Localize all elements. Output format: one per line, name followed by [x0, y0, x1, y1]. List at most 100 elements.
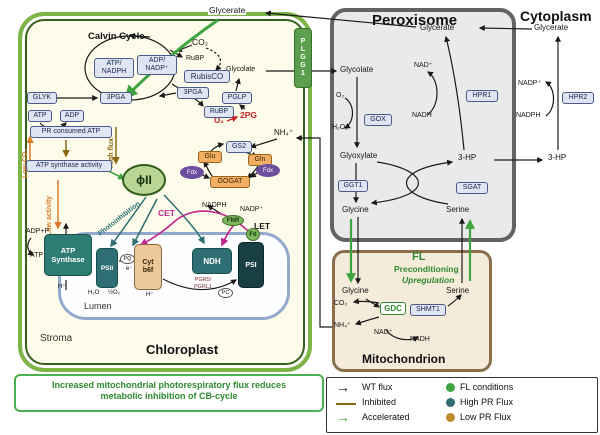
nh4-label-chloroplast: NH₄⁺: [274, 128, 294, 137]
atp-synthase-line2: Synthase: [51, 255, 85, 264]
cytb6f-line2: b6f: [142, 267, 154, 274]
atp-nadph-line2: NADPH: [101, 67, 127, 75]
low-pr-flux-arrows: [26, 135, 62, 230]
adp-nadp-line1: ADP/: [148, 57, 166, 64]
pga-box-right: 3PGA: [177, 87, 209, 100]
o2-label-peroxisome: O₂: [336, 92, 345, 99]
let-label: LET: [254, 221, 271, 231]
mitochondrion-title: Mitochondrion: [362, 352, 446, 366]
glycerate-label-cytoplasm: Glycerate: [534, 23, 569, 32]
legend: [326, 377, 598, 433]
fnr-label: FNR: [226, 217, 240, 224]
upregulation-label: Upregulation: [402, 275, 455, 285]
atp-synthase-complex: ATP Synthase: [44, 234, 92, 276]
hpr1-box: HPR1: [466, 90, 498, 103]
co2-label-chloroplast: CO₂: [192, 37, 209, 47]
rubisco-box: RubisCO: [184, 70, 230, 84]
cytoplasm-title: Cytoplasm: [520, 8, 592, 24]
adp-p-label: ADP+P: [26, 228, 50, 235]
legend-high-pr-flux-label: High PR Flux: [460, 397, 514, 407]
legend-low-pr-flux-label: Low PR Flux: [460, 412, 512, 422]
electron-label: e⁻: [126, 266, 133, 272]
glycerate-import-arrow: [264, 10, 417, 28]
psi-complex: PSI: [238, 242, 264, 288]
fdx-left-label: Fdx: [186, 169, 197, 176]
serine-label-peroxisome: Serine: [446, 205, 470, 214]
nadph-label-cytoplasm: NADPH: [516, 112, 541, 119]
stroma-label: Stroma: [40, 333, 73, 344]
atp-nadph-line1: ATP/: [106, 60, 122, 67]
shmt1-box: SHMT1: [410, 304, 446, 317]
hpr2-box: HPR2: [562, 92, 594, 105]
glycolate-label-peroxisome: Glycolate: [340, 65, 374, 74]
pglp-box: PGLP: [222, 92, 252, 105]
co2-label-mitochondrion: CO₂: [334, 300, 348, 307]
rubp-label: RuBP: [186, 55, 205, 62]
pq-label: PQ: [123, 256, 132, 262]
nad-label-peroxisome: NAD⁺: [414, 62, 433, 69]
hp3-label-cytoplasm: 3-HP: [548, 153, 567, 162]
nadh-label-mitochondrion: NADH: [410, 336, 430, 343]
low-pr-flux-dot-icon: [446, 413, 455, 422]
half-o2-label: ½O₂: [108, 290, 120, 296]
calvin-cycle-label: Calvin Cycle: [88, 31, 145, 42]
pgr-line1: PGR5/: [194, 277, 212, 283]
glycine-label-mitochondrion: Glycine: [342, 286, 369, 295]
oxygenation-arrows: [226, 115, 239, 122]
h2o-label: H₂O: [88, 290, 100, 296]
nadp-label-chloroplast: NADP⁺: [240, 206, 264, 213]
adp-nadp-box: ADP/ NADP⁺: [137, 55, 177, 75]
adp-box: ADP: [60, 110, 84, 123]
nh4-return-arrow: [295, 135, 332, 328]
fnr-ellipse: FNR: [222, 215, 244, 226]
adp-nadp-line2: NADP⁺: [145, 64, 169, 72]
psii-complex: PSII: [96, 248, 118, 288]
glyoxylate-label: Glyoxylate: [340, 151, 378, 160]
pg2-label: 2PG: [240, 110, 258, 120]
pq-carrier: PQ: [120, 254, 135, 264]
glyk-box: GLYK: [27, 92, 57, 105]
lumen-label: Lumen: [84, 301, 112, 311]
chloroplast-title: Chloroplast: [146, 342, 219, 357]
glu-box: Glu: [198, 151, 222, 164]
h-plus-label-2: H⁺: [146, 292, 154, 298]
accelerated-arrow-icon: →: [336, 409, 350, 425]
atp-synthase-activity-box: ATP synthase activity: [26, 160, 112, 173]
cytb6f-complex: Cyt b6f: [134, 244, 162, 290]
gs2-box: GS2: [226, 141, 252, 154]
phi2-ellipse: ϕII: [122, 164, 166, 196]
h2o2-label: H₂O₂: [332, 124, 348, 131]
legend-fl-conditions-label: FL conditions: [460, 382, 514, 392]
nadh-label-peroxisome: NADH: [412, 112, 432, 119]
ggt1-box: GGT1: [338, 180, 368, 193]
plgg1-label: PLGG1: [299, 38, 307, 78]
peroxisome-compartment: [330, 8, 516, 242]
fd-label: Fd: [249, 231, 257, 238]
fl-conditions-dot-icon: [446, 383, 455, 392]
cytb6f-line1: Cyt: [142, 258, 154, 266]
legend-accelerated-label: Accelerated: [362, 412, 410, 422]
rubp-box: RuBP: [204, 106, 234, 119]
inhibited-arrows: [62, 127, 120, 165]
legend-wt-flux-label: WT flux: [362, 382, 393, 392]
fl-label: FL: [412, 251, 426, 263]
glycerate-label-top: Glycerate: [208, 5, 247, 15]
serine-label-mitochondrion: Serine: [446, 286, 470, 295]
phi2-label: ϕII: [136, 173, 152, 187]
pr-consumed-atp-box: PR consumed ATP: [30, 126, 112, 139]
callout-line1: Increased mitochondrial photorespiratory…: [51, 380, 287, 390]
fdx-left-ellipse: Fdx: [180, 166, 204, 179]
hp3-label-peroxisome: 3-HP: [458, 153, 477, 162]
high-pr-flux-dot-icon: [446, 398, 455, 407]
atp-synthase-line1: ATP: [60, 246, 76, 255]
pc-carrier: PC: [218, 288, 233, 298]
atp-label-synthase: ATP: [30, 252, 44, 259]
preconditioning-label: Preconditioning: [394, 264, 459, 274]
sgat-box: SGAT: [456, 182, 488, 195]
nh4-label-mitochondrion: NH₄⁺: [334, 322, 351, 329]
high-pr-flux-arrows: [110, 194, 205, 248]
nadp-label-cytoplasm: NADP⁺: [518, 80, 542, 87]
plgg1-transporter: PLGG1: [294, 28, 312, 88]
